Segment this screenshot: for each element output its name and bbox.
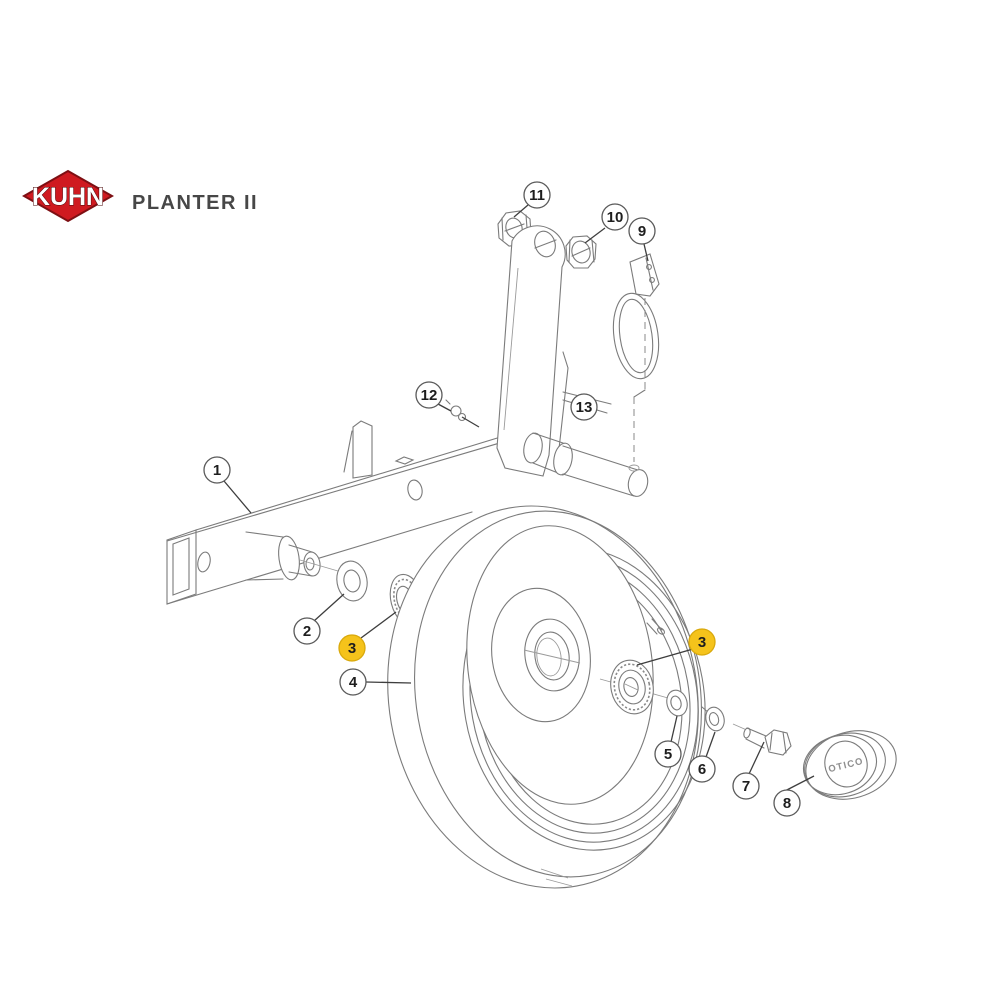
washer-2-drawing (336, 560, 368, 602)
shank-arm-drawing (496, 225, 569, 477)
hub-cap-drawing: OTICO (802, 730, 897, 800)
callout-2-label: 2 (303, 623, 311, 640)
callout-13[interactable]: 13 (570, 393, 598, 421)
callout-3-left[interactable]: 3 (338, 634, 366, 662)
callout-10[interactable]: 10 (601, 203, 629, 231)
callout-3-right-label: 3 (698, 634, 706, 651)
product-line-title: PLANTER II (132, 191, 259, 214)
callout-5[interactable]: 5 (654, 740, 682, 768)
callout-12[interactable]: 12 (415, 381, 443, 409)
lynch-pin-drawing (612, 253, 660, 472)
callout-8[interactable]: 8 (773, 789, 801, 817)
callout-8-label: 8 (783, 795, 791, 812)
callout-4[interactable]: 4 (339, 668, 367, 696)
bearing-right-drawing (599, 659, 669, 715)
lock-washer-6-drawing (701, 706, 725, 732)
callout-7[interactable]: 7 (732, 772, 760, 800)
callout-1-label: 1 (213, 462, 221, 479)
callout-6-label: 6 (698, 761, 706, 778)
callout-10-label: 10 (607, 209, 624, 226)
wheel-drawing (387, 505, 706, 889)
washer-5-drawing (666, 689, 688, 717)
callout-1[interactable]: 1 (203, 456, 231, 484)
callout-9-label: 9 (638, 223, 646, 240)
leader-lines (223, 204, 815, 795)
callout-2[interactable]: 2 (293, 617, 321, 645)
header: KUHN PLANTER II (22, 168, 258, 224)
kuhn-logo-text: KUHN (32, 183, 104, 211)
callout-11-label: 11 (529, 187, 545, 204)
kuhn-logo: KUHN (22, 169, 114, 223)
kuhn-logo-diamond (22, 169, 114, 223)
callout-5-label: 5 (664, 746, 672, 763)
nut-10-drawing (565, 235, 597, 269)
callout-6[interactable]: 6 (688, 755, 716, 783)
pivot-spindle-drawing (245, 531, 339, 581)
callout-7-label: 7 (742, 778, 750, 795)
callout-3-right[interactable]: 3 (688, 628, 716, 656)
callout-4-label: 4 (349, 674, 358, 691)
callout-13-label: 13 (576, 399, 593, 416)
callout-11[interactable]: 11 (523, 181, 551, 209)
frame-beam-drawing (166, 391, 612, 605)
bolt-7-drawing (732, 723, 792, 756)
axle-drawing (523, 432, 649, 497)
callout-9[interactable]: 9 (628, 217, 656, 245)
callout-12-label: 12 (421, 387, 438, 404)
callout-3-left-label: 3 (348, 640, 356, 657)
